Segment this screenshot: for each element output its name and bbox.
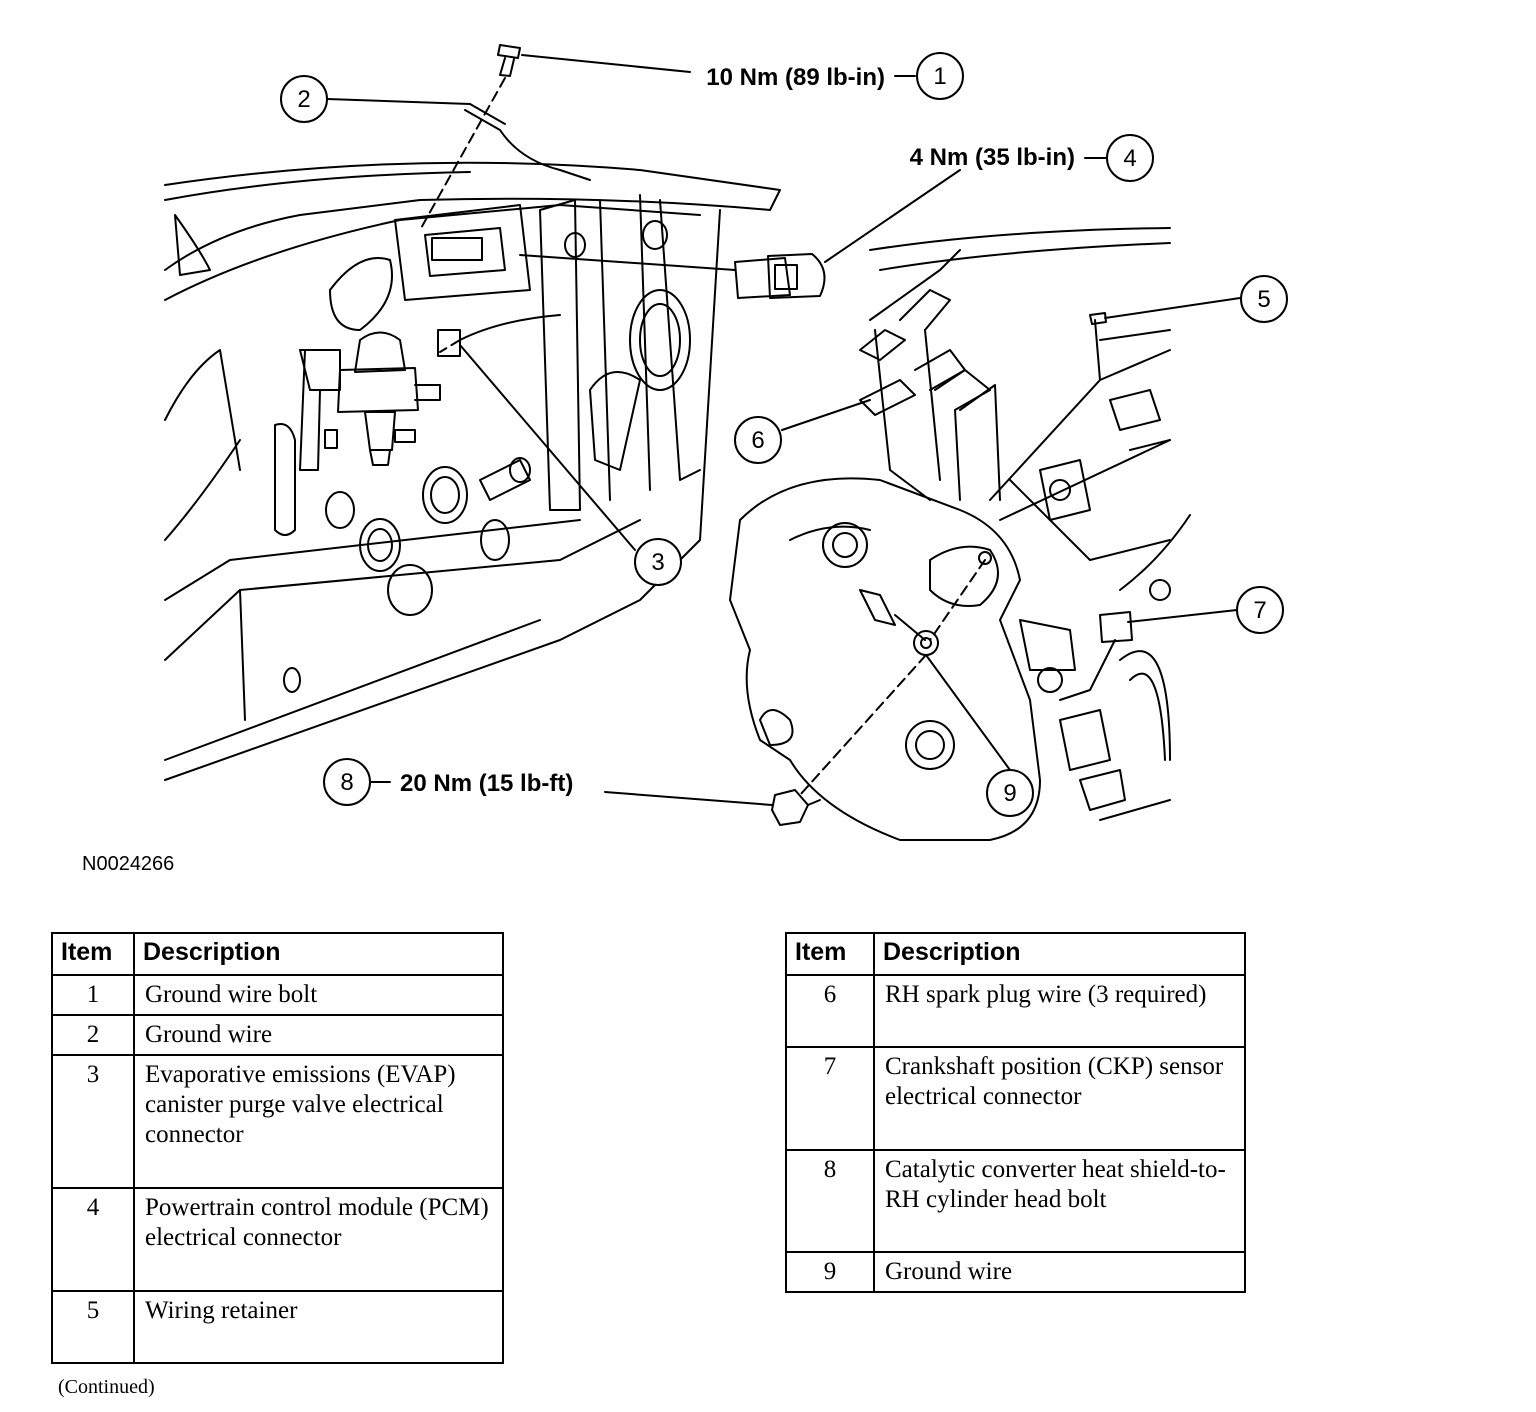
item-description: Powertrain control module (PCM) electric…: [133, 1187, 504, 1292]
table-row: 1 Ground wire bolt: [51, 974, 504, 1016]
callout-number: 9: [1003, 780, 1016, 807]
component-location-illustration: 1 10 Nm (89 lb-in) 2 3 4 4 Nm (35 lb-in)…: [164, 44, 1288, 841]
callout-6: 6: [734, 416, 782, 464]
legend-table-right: Item Description 6 RH spark plug wire (3…: [785, 932, 1246, 1293]
item-number: 8: [785, 1149, 875, 1253]
torque-spec: 20 Nm (15 lb-ft): [400, 770, 573, 797]
legend-table-left: Item Description 1 Ground wire bolt 2 Gr…: [51, 932, 504, 1364]
callout-4: 4 4 Nm (35 lb-in): [910, 134, 1154, 182]
item-number: 7: [785, 1046, 875, 1151]
item-description: Wiring retainer: [133, 1290, 504, 1364]
callout-number: 1: [933, 63, 946, 90]
callouts: 1 10 Nm (89 lb-in) 2 3 4 4 Nm (35 lb-in)…: [280, 52, 1288, 817]
callout-3: 3: [634, 538, 682, 586]
item-number: 4: [51, 1187, 135, 1292]
callout-number: 2: [297, 86, 310, 113]
item-description: Crankshaft position (CKP) sensor electri…: [873, 1046, 1246, 1151]
table-row: 5 Wiring retainer: [51, 1290, 504, 1364]
callout-number: 8: [340, 769, 353, 796]
engine-assembly-drawing: [729, 227, 1191, 841]
callout-7: 7: [1236, 586, 1284, 634]
item-number: 3: [51, 1054, 135, 1189]
item-description: Catalytic converter heat shield-to-RH cy…: [873, 1149, 1246, 1253]
item-description: Ground wire: [133, 1014, 504, 1056]
leader-lines: [326, 54, 1241, 806]
continued-note: (Continued): [58, 1376, 155, 1398]
callout-number: 5: [1257, 286, 1270, 313]
callout-number: 3: [651, 549, 664, 576]
legend-header-row: Item Description: [51, 932, 504, 976]
legend-header-row: Item Description: [785, 932, 1246, 976]
callout-9: 9: [986, 769, 1034, 817]
item-column-header: Item: [785, 932, 875, 976]
centerlines: [419, 77, 986, 796]
table-row: 4 Powertrain control module (PCM) electr…: [51, 1187, 504, 1292]
figure-id: N0024266: [82, 853, 175, 875]
item-column-header: Item: [51, 932, 135, 976]
callout-1: 1 10 Nm (89 lb-in): [706, 52, 964, 100]
item-description: Evaporative emissions (EVAP) canister pu…: [133, 1054, 504, 1189]
item-number: 2: [51, 1014, 135, 1056]
description-column-header: Description: [873, 932, 1246, 976]
table-row: 2 Ground wire: [51, 1014, 504, 1056]
item-description: Ground wire: [873, 1251, 1246, 1293]
torque-spec: 4 Nm (35 lb-in): [910, 144, 1075, 171]
callout-number: 6: [751, 427, 764, 454]
item-number: 5: [51, 1290, 135, 1364]
table-row: 7 Crankshaft position (CKP) sensor elect…: [785, 1046, 1246, 1151]
table-row: 3 Evaporative emissions (EVAP) canister …: [51, 1054, 504, 1189]
item-number: 6: [785, 974, 875, 1048]
callout-number: 4: [1123, 145, 1136, 172]
table-row: 6 RH spark plug wire (3 required): [785, 974, 1246, 1048]
item-description: RH spark plug wire (3 required): [873, 974, 1246, 1048]
callout-8: 8 20 Nm (15 lb-ft): [323, 758, 573, 806]
item-description: Ground wire bolt: [133, 974, 504, 1016]
table-row: 8 Catalytic converter heat shield-to-RH …: [785, 1149, 1246, 1253]
torque-spec: 10 Nm (89 lb-in): [706, 64, 885, 91]
table-row: 9 Ground wire: [785, 1251, 1246, 1293]
item-number: 1: [51, 974, 135, 1016]
item-number: 9: [785, 1251, 875, 1293]
callout-2: 2: [280, 75, 328, 123]
description-column-header: Description: [133, 932, 504, 976]
callout-5: 5: [1240, 275, 1288, 323]
cowl-panel-drawing: [164, 44, 826, 781]
callout-number: 7: [1253, 597, 1266, 624]
